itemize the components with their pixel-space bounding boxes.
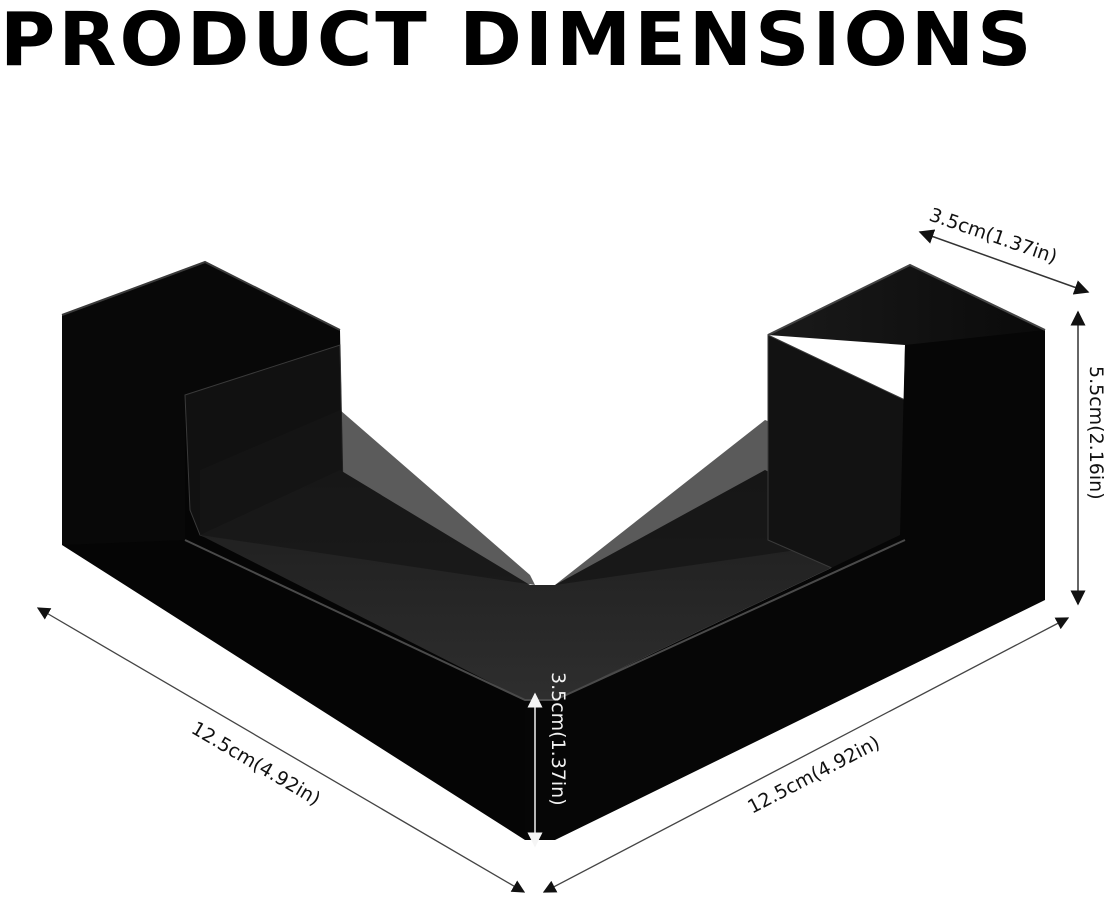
height-front-label: 3.5cm(1.37in) xyxy=(547,672,569,806)
back-left-short-wall xyxy=(200,410,535,585)
product-shape xyxy=(61,260,1046,840)
dimension-height-right: 5.5cm(2.16in) xyxy=(1070,310,1107,606)
top-edge-highlight-left xyxy=(61,260,341,331)
top-edge-highlight-right xyxy=(767,263,1046,336)
length-right-label: 12.5cm(4.92in) xyxy=(744,732,883,819)
height-right-label: 5.5cm(2.16in) xyxy=(1085,366,1107,500)
page-title: PRODUCT DIMENSIONS xyxy=(0,0,1035,83)
left-block-back-wall xyxy=(62,262,340,545)
dimension-depth-top: 3.5cm(1.37in) xyxy=(918,204,1090,295)
